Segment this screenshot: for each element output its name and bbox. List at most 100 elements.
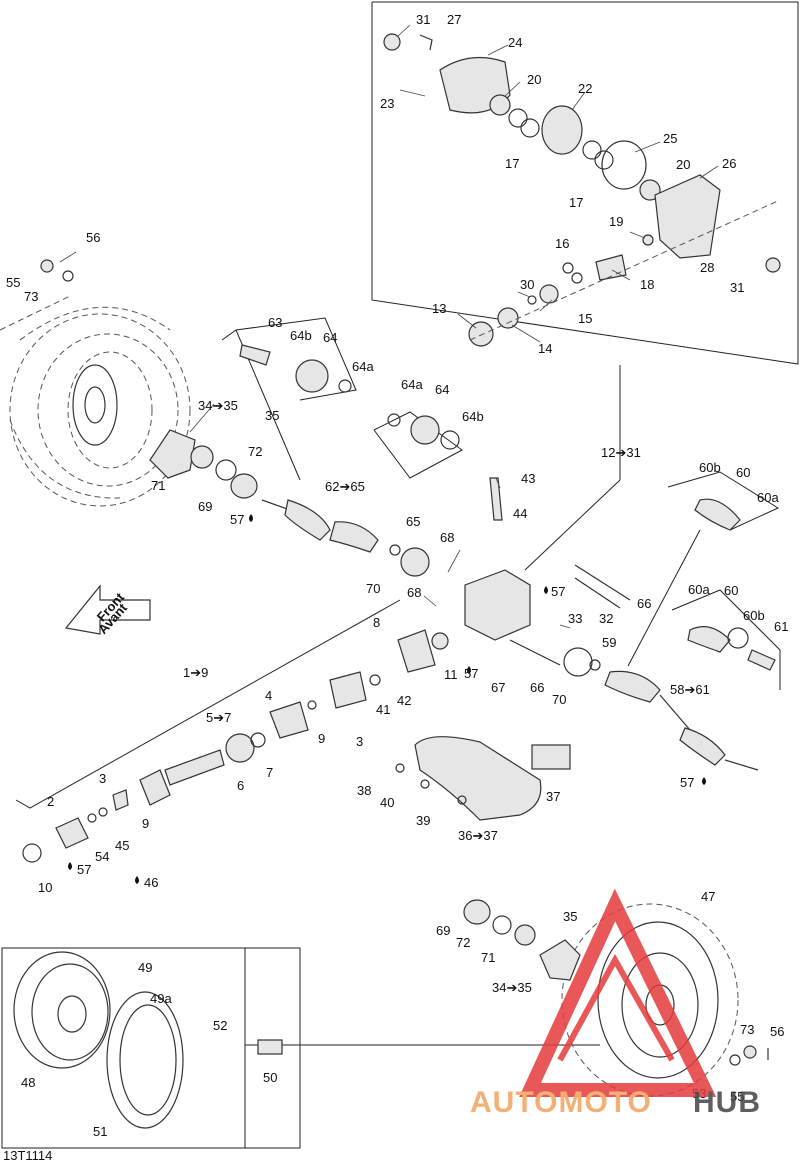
part-label-63: 63: [268, 315, 282, 330]
part-labels: 31 27 24 20 23 22 17 25 20 26 17 19 16 2…: [3, 12, 788, 1163]
part-label-72: 72: [456, 935, 470, 950]
part-label-35: 35: [563, 909, 577, 924]
part-label-70: 70: [366, 581, 380, 596]
part-label-14: 14: [538, 341, 552, 356]
part-label-17: 17: [569, 195, 583, 210]
part-label-8: 8: [373, 615, 380, 630]
part-label-27: 27: [447, 12, 461, 27]
part-label-12-31: 12➔31: [601, 445, 641, 460]
part-label-1-9: 1➔9: [183, 665, 208, 680]
oil-drop-icons: [68, 514, 706, 884]
part-label-35: 35: [265, 408, 279, 423]
part-label-71: 71: [481, 950, 495, 965]
part-label-40: 40: [380, 795, 394, 810]
part-label-31: 31: [730, 280, 744, 295]
center-differential: [431, 477, 631, 677]
part-label-26: 26: [722, 156, 736, 171]
wheel-rim-inset-frame: [1, 947, 301, 1149]
front-direction-arrow: Front Avant: [64, 584, 151, 637]
part-label-61: 61: [774, 619, 788, 634]
leader-lines: [59, 24, 719, 629]
part-label-15: 15: [578, 311, 592, 326]
part-label-64a: 64a: [352, 359, 374, 374]
part-label-9: 9: [142, 816, 149, 831]
part-label-71: 71: [151, 478, 165, 493]
part-label-4: 4: [265, 688, 272, 703]
part-label-20: 20: [676, 157, 690, 172]
part-label-19: 19: [609, 214, 623, 229]
upper-axle-parts: [40, 259, 460, 577]
part-label-24: 24: [508, 35, 522, 50]
part-label-66: 66: [530, 680, 544, 695]
part-label-25: 25: [663, 131, 677, 146]
part-label-64: 64: [323, 330, 337, 345]
part-label-5-7: 5➔7: [206, 710, 231, 725]
oil-drop-icon: [68, 862, 72, 870]
skid-plate: [395, 736, 571, 821]
part-label-69: 69: [198, 499, 212, 514]
part-label-57: 57: [230, 512, 244, 527]
watermark-triangle-icon: [519, 888, 717, 1097]
part-label-57: 57: [77, 862, 91, 877]
rim-inset-parts: [13, 951, 283, 1129]
part-label-30: 30: [520, 277, 534, 292]
part-label-37: 37: [546, 789, 560, 804]
part-label-56: 56: [770, 1024, 784, 1039]
part-label-65: 65: [406, 514, 420, 529]
part-label-57: 57: [680, 775, 694, 790]
part-label-66: 66: [637, 596, 651, 611]
part-label-17: 17: [505, 156, 519, 171]
part-label-42: 42: [397, 693, 411, 708]
part-label-49a: 49a: [150, 991, 172, 1006]
oil-drop-icon: [544, 586, 548, 594]
part-label-22: 22: [578, 81, 592, 96]
part-label-54: 54: [95, 849, 109, 864]
part-label-56: 56: [86, 230, 100, 245]
part-label-50: 50: [263, 1070, 277, 1085]
part-label-7: 7: [266, 765, 273, 780]
diagram-code: 13T1114: [3, 1148, 52, 1163]
part-label-55: 55: [6, 275, 20, 290]
part-label-16: 16: [555, 236, 569, 251]
part-label-3: 3: [99, 771, 106, 786]
part-label-69: 69: [436, 923, 450, 938]
part-label-67: 67: [491, 680, 505, 695]
part-label-52: 52: [213, 1018, 227, 1033]
part-label-48: 48: [21, 1075, 35, 1090]
watermark-text-hub: HUB: [693, 1086, 761, 1119]
part-label-70: 70: [552, 692, 566, 707]
part-label-41: 41: [376, 702, 390, 717]
part-label-47: 47: [701, 889, 715, 904]
part-label-38: 38: [357, 783, 371, 798]
part-label-55: 55: [730, 1089, 744, 1104]
part-label-73: 73: [24, 289, 38, 304]
part-label-58-61: 58➔61: [670, 682, 710, 697]
oil-drop-icon: [467, 666, 471, 674]
part-label-57: 57: [464, 666, 478, 681]
part-label-49: 49: [138, 960, 152, 975]
part-label-64b: 64b: [462, 409, 484, 424]
oil-drop-icon: [702, 777, 706, 785]
part-label-10: 10: [38, 880, 52, 895]
part-label-64: 64: [435, 382, 449, 397]
part-label-60b: 60b: [743, 608, 765, 623]
drive-shaft-parts: [22, 629, 436, 863]
bracket-lines: [15, 317, 781, 1046]
watermark-text-automoto: AUTOMOTO: [470, 1086, 652, 1119]
tire-lower-right: [561, 903, 739, 1097]
part-label-57: 57: [551, 584, 565, 599]
part-label-2: 2: [47, 794, 54, 809]
part-label-39: 39: [416, 813, 430, 828]
oil-drop-icon: [135, 876, 139, 884]
part-label-62-65: 62➔65: [325, 479, 365, 494]
part-label-36-37: 36➔37: [458, 828, 498, 843]
part-label-20: 20: [527, 72, 541, 87]
part-label-51: 51: [93, 1124, 107, 1139]
part-label-11: 11: [444, 667, 458, 682]
part-label-32: 32: [599, 611, 613, 626]
part-label-18: 18: [640, 277, 654, 292]
part-label-60b: 60b: [699, 460, 721, 475]
right-axle-parts: [604, 498, 776, 771]
part-label-73: 73: [740, 1022, 754, 1037]
